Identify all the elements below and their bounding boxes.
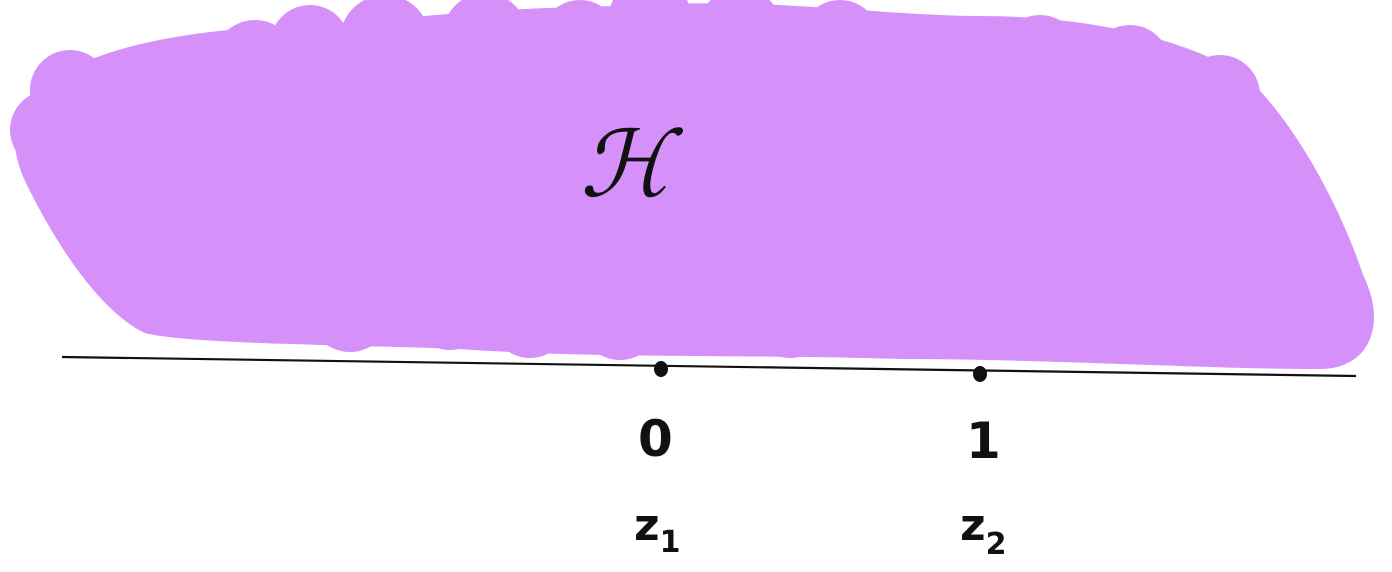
point-z2-dot — [973, 366, 987, 382]
point-z2-name: z2 — [960, 500, 1006, 562]
point-z1-value-label: 0 — [638, 410, 673, 468]
point-z1: 0 z1 — [634, 361, 680, 560]
point-z1-dot — [654, 361, 668, 377]
point-z1-subscript: 1 — [660, 525, 681, 560]
point-z2-name-base: z — [960, 500, 986, 551]
real-axis — [61, 355, 1357, 378]
point-z2: 1 z2 — [960, 366, 1006, 562]
region-top-scallops — [10, 0, 1260, 170]
region-label: ℋ — [580, 111, 684, 218]
point-z1-name: z1 — [634, 500, 680, 560]
point-z1-name-base: z — [634, 500, 660, 551]
point-z2-subscript: 2 — [986, 527, 1007, 562]
region-bottom-scallops — [125, 260, 1362, 362]
point-z2-value-label: 1 — [966, 412, 1001, 470]
upper-half-plane-region: ℋ — [10, 0, 1374, 369]
